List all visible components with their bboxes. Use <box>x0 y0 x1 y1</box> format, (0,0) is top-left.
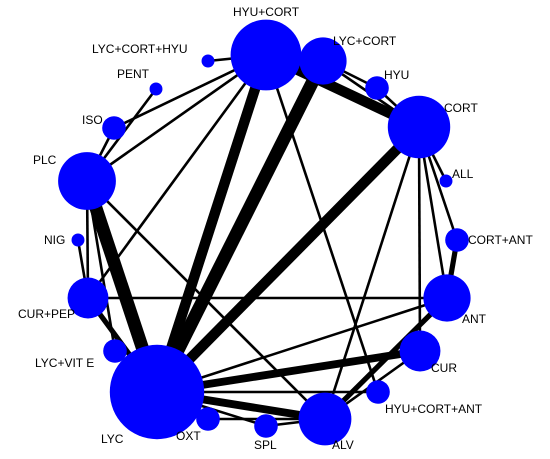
node-ant <box>423 274 471 322</box>
node-pent <box>149 82 163 96</box>
node-cort-plus-ant <box>445 228 469 252</box>
node-alv <box>298 392 352 446</box>
node-label-pent: PENT <box>117 67 150 81</box>
node-hyu-plus-cort <box>230 19 302 91</box>
node-label-cur: CUR <box>431 361 457 375</box>
node-label-nig: NIG <box>44 233 65 247</box>
node-all <box>439 174 453 188</box>
edge-cort-to-alv <box>323 126 421 420</box>
node-label-oxt: OXT <box>176 429 201 443</box>
node-iso <box>102 116 126 140</box>
edge-hyu-plus-cort-to-hyu-plus-cort-plus-ant <box>264 54 380 393</box>
label-layer: HYU+CORT LYC+CORT HYU CORT ALL CORT+ANT ANT CUR… <box>18 5 533 452</box>
node-label-hyu-plus-cort-plus-ant: HYU+CORT+ANT <box>385 402 483 416</box>
edge-cort-to-cur <box>417 126 422 352</box>
node-label-plc: PLC <box>33 153 57 167</box>
node-label-ant: ANT <box>462 312 487 326</box>
node-label-cur-plus-pep: CUR+PEP <box>18 307 75 321</box>
node-oxt <box>196 407 220 431</box>
node-spl <box>254 414 278 438</box>
node-lyc <box>109 344 205 440</box>
edge-plc-to-alv <box>86 180 326 420</box>
edge-lyc-to-lyc-plus-cort <box>151 58 329 395</box>
node-label-lyc-plus-vit-e: LYC+VIT E <box>35 356 94 370</box>
node-layer <box>58 19 471 446</box>
edge-ant-to-alv <box>323 296 449 421</box>
node-cur <box>399 330 441 372</box>
node-label-lyc-plus-cort: LYC+CORT <box>333 34 397 48</box>
node-lyc-plus-vit-e <box>103 339 127 363</box>
node-cort <box>387 95 451 159</box>
node-label-all: ALL <box>452 167 474 181</box>
node-hyu-plus-cort-plus-ant <box>366 380 390 404</box>
edge-hyu-plus-cort-to-plc <box>86 53 267 183</box>
edge-lyc-to-hyu-plus-cort <box>152 53 271 394</box>
node-label-iso: ISO <box>82 113 103 127</box>
edge-lyc-to-ant <box>156 296 448 394</box>
node-label-spl: SPL <box>254 438 277 452</box>
node-lyc-plus-cort <box>299 37 347 85</box>
node-cur-plus-pep <box>67 277 109 319</box>
node-label-hyu: HYU <box>384 68 409 82</box>
node-label-cort-plus-ant: CORT+ANT <box>468 233 533 247</box>
node-plc <box>58 152 116 210</box>
node-nig <box>71 233 85 247</box>
node-label-lyc-plus-cort-plus-hyu: LYC+CORT+HYU <box>92 42 188 56</box>
edge-lyc-to-cort <box>153 123 423 396</box>
node-label-alv: ALV <box>332 438 354 452</box>
edge-hyu-plus-cort-to-cur-plus-pep <box>86 54 268 299</box>
node-label-cort: CORT <box>444 101 478 115</box>
node-label-hyu-plus-cort: HYU+CORT <box>233 5 300 19</box>
node-lyc-plus-cort-plus-hyu <box>201 54 215 68</box>
node-label-lyc: LYC <box>101 432 124 446</box>
node-hyu <box>365 76 389 100</box>
